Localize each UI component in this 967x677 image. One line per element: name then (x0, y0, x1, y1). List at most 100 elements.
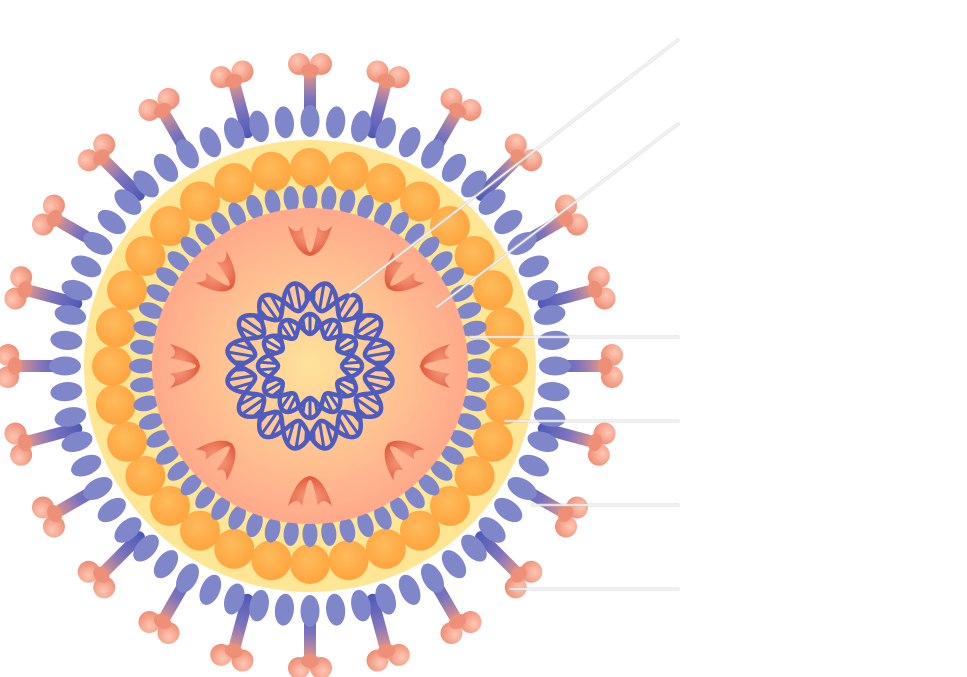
capsid-protein-shape (384, 251, 425, 292)
membrane-sphere (484, 307, 525, 348)
inner-lipid-head (374, 505, 392, 530)
membrane-sphere (107, 421, 148, 462)
outer-lipid-head (494, 497, 523, 523)
dna-base-pair (294, 283, 303, 311)
outer-lipid-head (527, 279, 559, 301)
outer-lipid-head (326, 106, 346, 139)
membrane-sphere (484, 384, 525, 425)
dna-base-pair (264, 380, 284, 394)
inner-lipid-head (302, 521, 318, 547)
spike-head (93, 566, 110, 583)
outer-lipid-head (83, 232, 113, 255)
inner-lipid-head (430, 251, 453, 272)
membrane-sphere (454, 235, 495, 276)
spike-stalk (100, 531, 145, 576)
spike-head (93, 149, 110, 166)
spike-protein (475, 531, 543, 599)
membrane-sphere (400, 510, 441, 551)
inner-lipid-head (389, 212, 409, 236)
inner-lipid-head (461, 395, 487, 412)
inner-lipid-head (321, 519, 337, 546)
spike-stalk (366, 593, 391, 651)
spike-head (17, 433, 33, 452)
dna-base-pair (238, 393, 260, 407)
leader-line (349, 39, 679, 294)
dna-base-pair (360, 393, 382, 407)
dna-base-pair (231, 342, 254, 352)
spike-head (448, 102, 467, 119)
spike-head (510, 566, 527, 583)
spike-stalk (25, 285, 83, 310)
inner-lipid-head (389, 496, 409, 520)
dna-base-pair (269, 294, 283, 316)
spike-head (93, 133, 116, 156)
inner-lipid-head (283, 186, 299, 213)
outer-lipid-head (83, 477, 113, 500)
outer-lipid-head (114, 189, 142, 215)
outer-lipid-head (50, 382, 83, 402)
membrane-sphere (328, 540, 369, 581)
inner-lipid-head (133, 395, 159, 412)
membrane-sphere (430, 486, 471, 527)
spike-protein (366, 593, 410, 672)
spike-head (42, 194, 65, 217)
dna-base-pair (227, 373, 255, 382)
dna-base-pair (317, 421, 326, 449)
dna-base-pair (324, 422, 334, 445)
inner-lipid-head (146, 430, 171, 448)
inner-lipid-head (195, 486, 216, 509)
inner-lipid-head (264, 517, 281, 543)
spike-stalk (229, 593, 254, 651)
dna-backbone (225, 281, 395, 451)
membrane-sphere (488, 346, 528, 386)
capsid-protein (195, 251, 236, 292)
inner-lipid-head (156, 445, 180, 465)
capsid-protein-shape (195, 251, 236, 292)
spike-head (459, 98, 482, 121)
inner-lipid-head (264, 189, 281, 215)
outer-lipid-head (97, 497, 126, 523)
membrane-sphere (149, 486, 190, 527)
spike-protein (425, 569, 482, 645)
dna-base-pair (336, 338, 356, 352)
inner-lipid-head (456, 302, 482, 319)
membrane-sphere (125, 235, 166, 276)
membrane-sphere (365, 163, 406, 204)
spike-head (459, 611, 482, 634)
outer-lipid-head (537, 330, 570, 350)
spike-stalk (475, 531, 520, 576)
outer-lipid-head (441, 550, 467, 579)
dna-base-pair (227, 350, 255, 359)
inner-lipid-head (156, 267, 180, 287)
membrane-sphere (251, 151, 292, 192)
membrane-sphere (95, 307, 136, 348)
outer-lipid-head (61, 279, 93, 301)
dna-base-pair (260, 411, 279, 436)
inner-lipid-head (449, 430, 474, 448)
spike-protein (77, 531, 145, 599)
outer-lipid-head (398, 127, 421, 158)
inner-lipid-head (465, 358, 491, 374)
inner-lipid-head (129, 358, 155, 374)
dna-base-pair (360, 325, 382, 339)
dna-base-pair (286, 422, 296, 445)
leader-lines-top (348, 38, 680, 591)
inner-lipid-head (430, 460, 453, 481)
membrane-sphere (400, 181, 441, 222)
outer-lipid-head (153, 550, 179, 579)
spike-head (555, 194, 578, 217)
outer-lipid-head (249, 110, 269, 143)
inner-lipid-head (138, 413, 164, 430)
inner-lipid-head (302, 185, 318, 211)
spike-head (153, 102, 172, 119)
membrane-sphere (179, 181, 220, 222)
outer-lipid-head (494, 209, 523, 235)
spike-protein (31, 481, 107, 538)
inner-lipid-head (463, 339, 490, 355)
dna-base-pair (365, 373, 393, 382)
inner-lipid-head (374, 202, 392, 227)
spike-head (138, 98, 161, 121)
spike-head (301, 654, 319, 668)
inner-lipid-head (449, 284, 474, 302)
inner-lipid-head (357, 512, 374, 538)
